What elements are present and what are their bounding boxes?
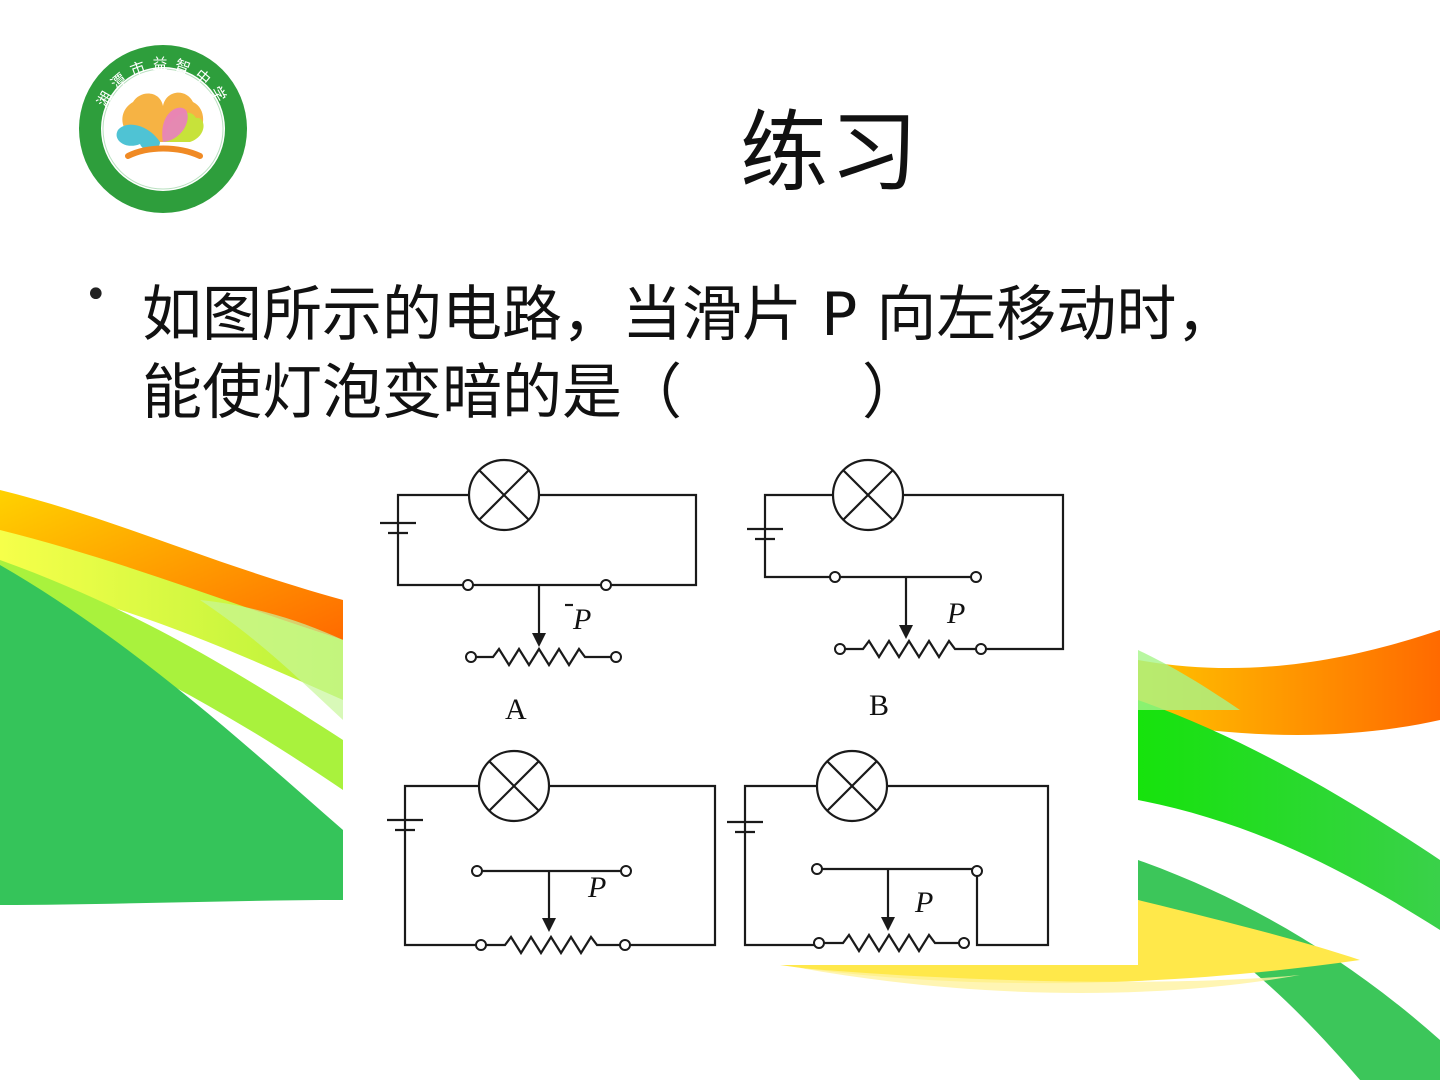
terminal	[834, 643, 846, 655]
logo-emblem-icon	[116, 92, 204, 159]
lamp-icon	[467, 458, 541, 532]
terminal	[610, 651, 622, 663]
terminal	[811, 863, 823, 875]
terminal	[600, 579, 612, 591]
terminal	[975, 643, 987, 655]
bullet-point: •	[84, 272, 108, 318]
terminal	[813, 937, 825, 949]
slider-label-p: P	[914, 886, 933, 919]
circuit-diagrams: P A	[380, 458, 1065, 956]
slider-arrow	[899, 625, 913, 639]
battery-icon	[387, 818, 423, 832]
slider-label-p: P	[587, 871, 606, 904]
terminal	[619, 939, 631, 951]
slider-label-p: P	[572, 603, 591, 636]
terminal	[970, 571, 982, 583]
terminal	[465, 651, 477, 663]
question-line-2: 能使灯泡变暗的是（ ）	[142, 358, 922, 428]
slider-arrow	[881, 917, 895, 931]
terminal	[462, 579, 474, 591]
battery-icon	[727, 820, 763, 834]
terminal	[829, 571, 841, 583]
terminal	[620, 865, 632, 877]
slider-arrow	[542, 918, 556, 932]
terminal	[971, 865, 983, 877]
option-label-a: A	[505, 693, 527, 726]
option-label-b: B	[869, 689, 889, 722]
terminal	[475, 939, 487, 951]
circuit-d: P	[727, 749, 1050, 954]
slider-label-p: P	[946, 597, 965, 630]
terminal	[471, 865, 483, 877]
terminal	[958, 937, 970, 949]
battery-icon	[380, 521, 416, 535]
school-logo: 湘潭市益智中学 Xiangtan Yizhi Middle School	[79, 45, 247, 213]
circuit-b: P B	[747, 458, 1065, 722]
lamp-icon	[477, 749, 551, 823]
question-line-1: 如图所示的电路，当滑片 P 向左移动时，	[142, 280, 1237, 350]
battery-icon	[747, 527, 783, 541]
circuit-c: P	[387, 749, 717, 956]
circuit-figure: P A	[343, 455, 1138, 965]
lamp-icon	[815, 749, 889, 823]
slide-title: 练习	[740, 101, 921, 204]
slider-arrow	[532, 633, 546, 647]
circuit-a: P A	[380, 458, 698, 726]
lamp-icon	[831, 458, 905, 532]
